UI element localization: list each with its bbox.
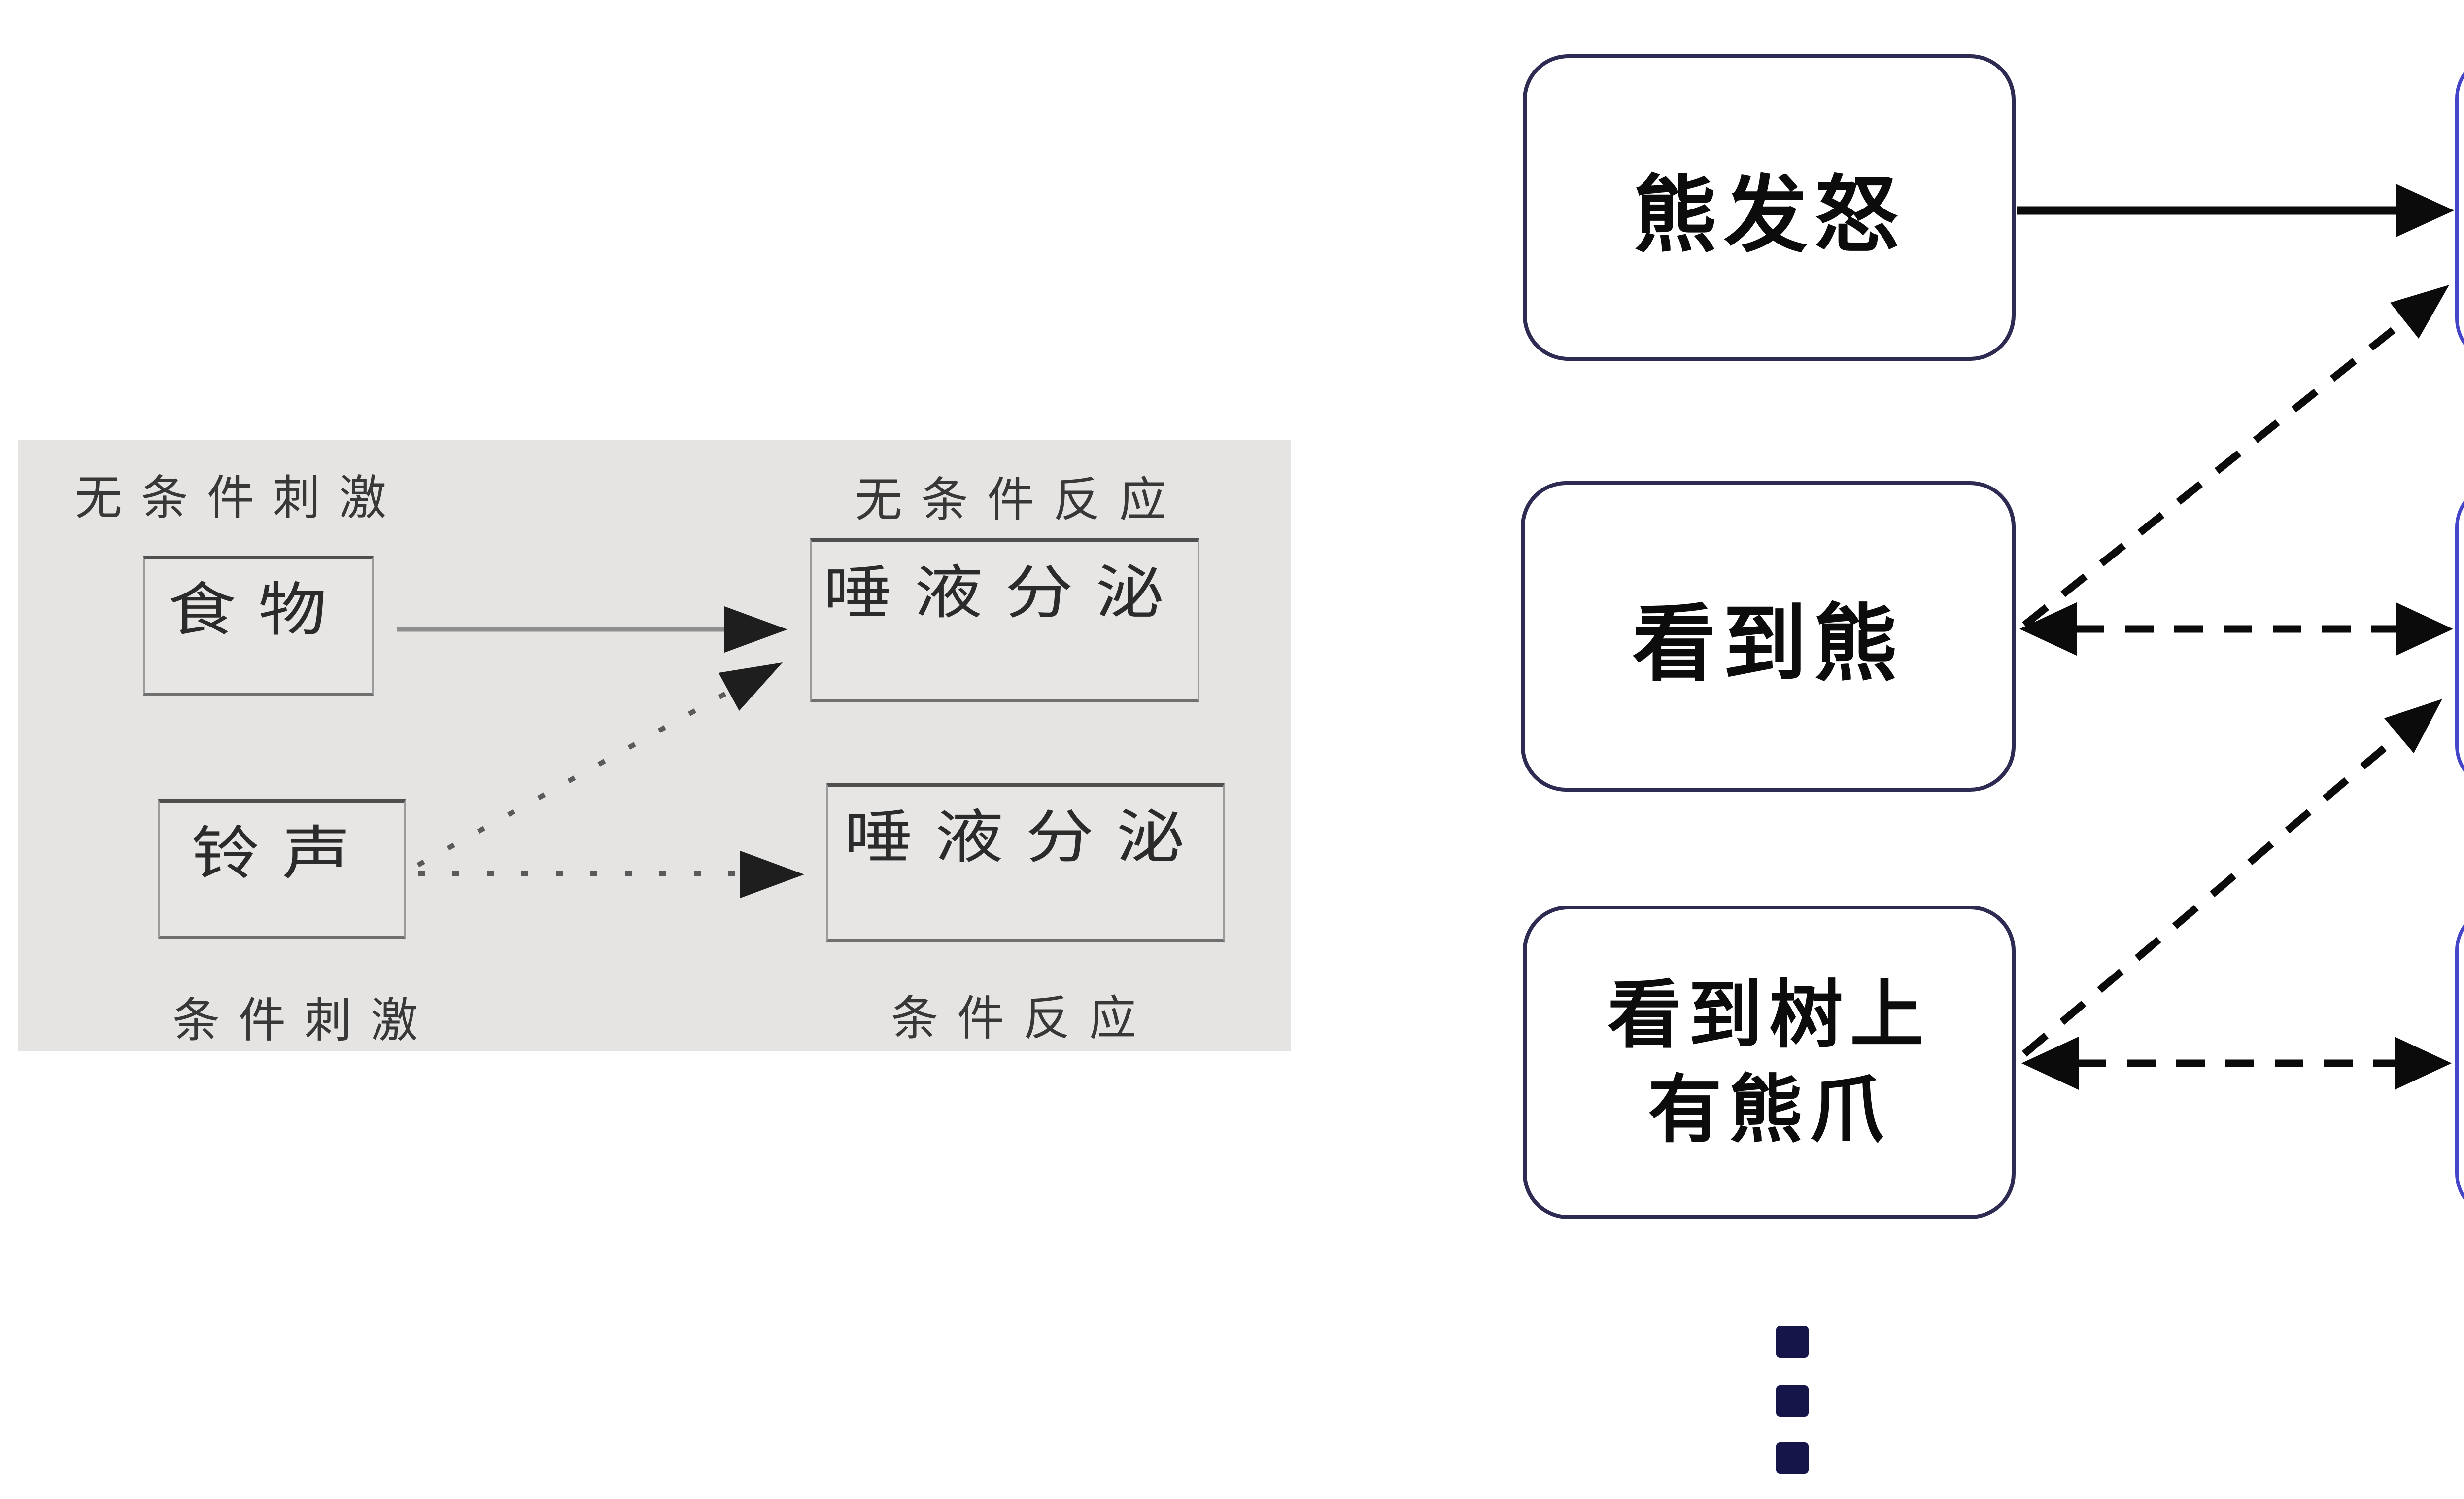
- pavlov-panel-background: [18, 440, 1291, 1051]
- see-bear-to-reward-dashed-arrow: [2022, 285, 2449, 628]
- state-box-bear-rage: 熊发怒: [1523, 54, 2016, 361]
- salivation-conditioned-label: 唾液分泌: [844, 805, 1207, 870]
- label-conditioned-stimulus: 条件刺激: [172, 994, 437, 1047]
- value-box-v-s: V(s): [2455, 906, 2464, 1219]
- salivation-conditioned-box: 唾液分泌: [826, 783, 1225, 942]
- label-unconditioned-response: 无条件反应: [855, 474, 1185, 526]
- ellipsis-dot: [1776, 1326, 1809, 1358]
- label-conditioned-response: 条件反应: [891, 992, 1155, 1045]
- food-box: 食物: [143, 556, 374, 696]
- value-box-v-s-prime: V(s′): [2455, 482, 2464, 791]
- bell-box: 铃声: [158, 799, 406, 939]
- food-box-label: 食物: [167, 578, 349, 643]
- ellipsis-dot: [1776, 1442, 1809, 1474]
- salivation-unconditioned-box: 唾液分泌: [810, 538, 1199, 702]
- label-unconditioned-stimulus: 无条件刺激: [75, 472, 405, 524]
- state-box-see-bear: 看到熊: [1521, 481, 2016, 792]
- see-claw-vs-dashed-arrow: [2021, 1037, 2452, 1090]
- see-bear-vsprime-dashed-arrow: [2019, 602, 2453, 656]
- value-box-reward: 奖励: [2455, 53, 2464, 364]
- state-box-see-claw: 看到树上 有熊爪: [1523, 906, 2016, 1219]
- bell-box-label: 铃声: [191, 821, 373, 886]
- salivation-unconditioned-label: 唾液分泌: [823, 560, 1187, 626]
- bear-rage-to-reward-arrow: [2017, 184, 2454, 237]
- see-claw-to-vsprime-dashed-arrow: [2022, 699, 2442, 1057]
- ellipsis-dot: [1776, 1385, 1809, 1417]
